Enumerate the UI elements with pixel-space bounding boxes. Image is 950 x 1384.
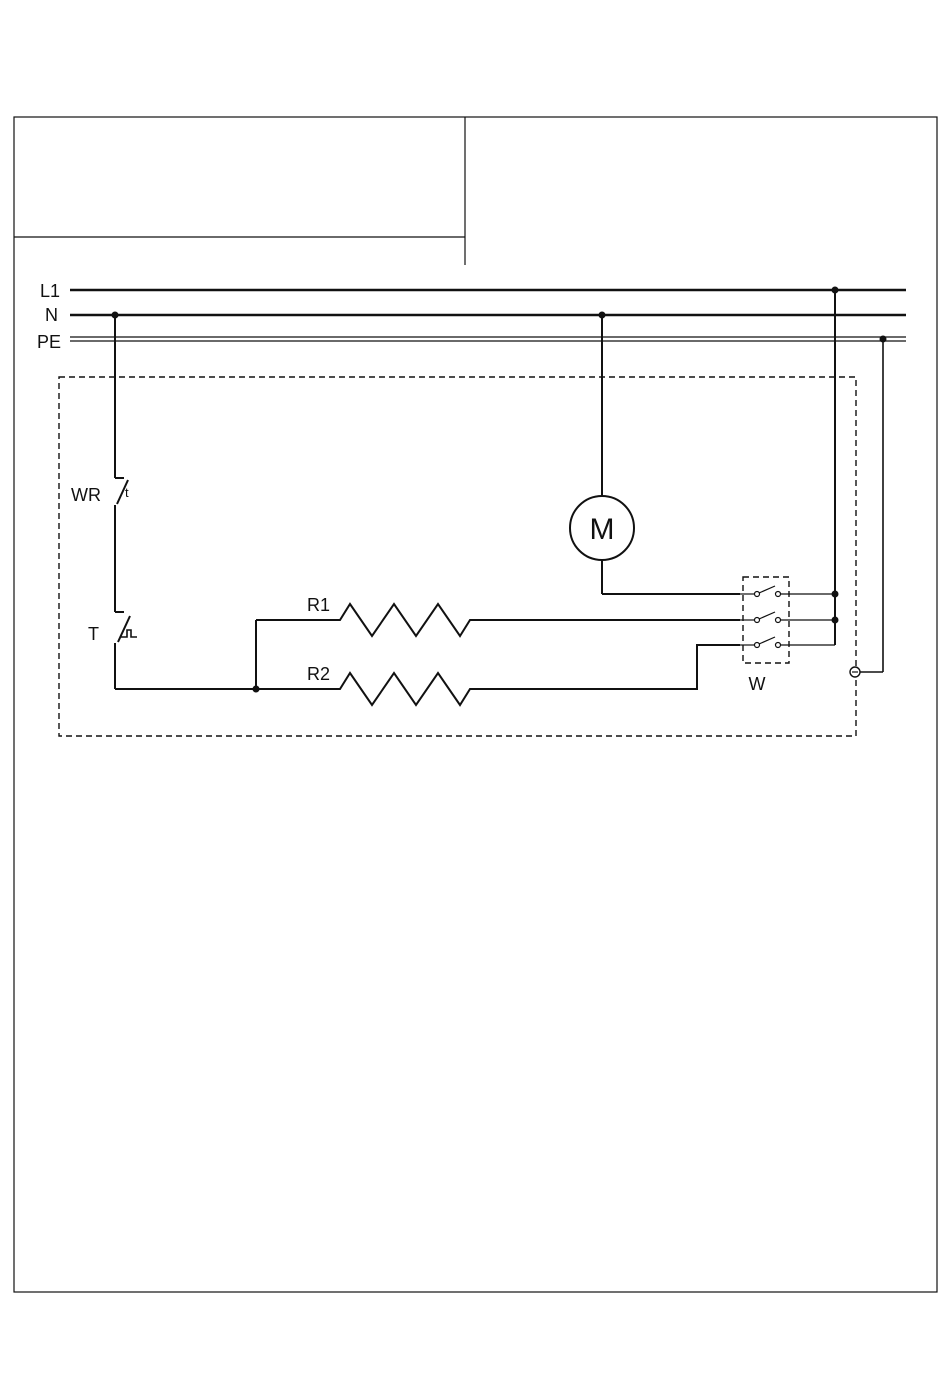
junction-switch-2 xyxy=(832,617,839,624)
bus-label-pe: PE xyxy=(37,332,61,352)
motor-label: M xyxy=(590,513,615,546)
bus-label-n: N xyxy=(45,305,58,325)
bus-label-l1: L1 xyxy=(40,281,60,301)
left-branch: WR t T xyxy=(71,312,260,693)
r2-label: R2 xyxy=(307,664,330,684)
wr-sub-label: t xyxy=(125,485,129,500)
selector-switch-w xyxy=(740,577,835,663)
junction-switch-1 xyxy=(832,591,839,598)
page-frame xyxy=(14,117,937,1292)
r1-label: R1 xyxy=(307,595,330,615)
w-label: W xyxy=(749,674,766,694)
wr-label: WR xyxy=(71,485,101,505)
l1-feed xyxy=(832,287,839,646)
thermostat-contact xyxy=(115,612,137,689)
supply-buses: L1 N PE xyxy=(37,281,906,352)
t-label: T xyxy=(88,624,99,644)
appliance-enclosure xyxy=(59,377,856,736)
motor xyxy=(570,312,740,595)
